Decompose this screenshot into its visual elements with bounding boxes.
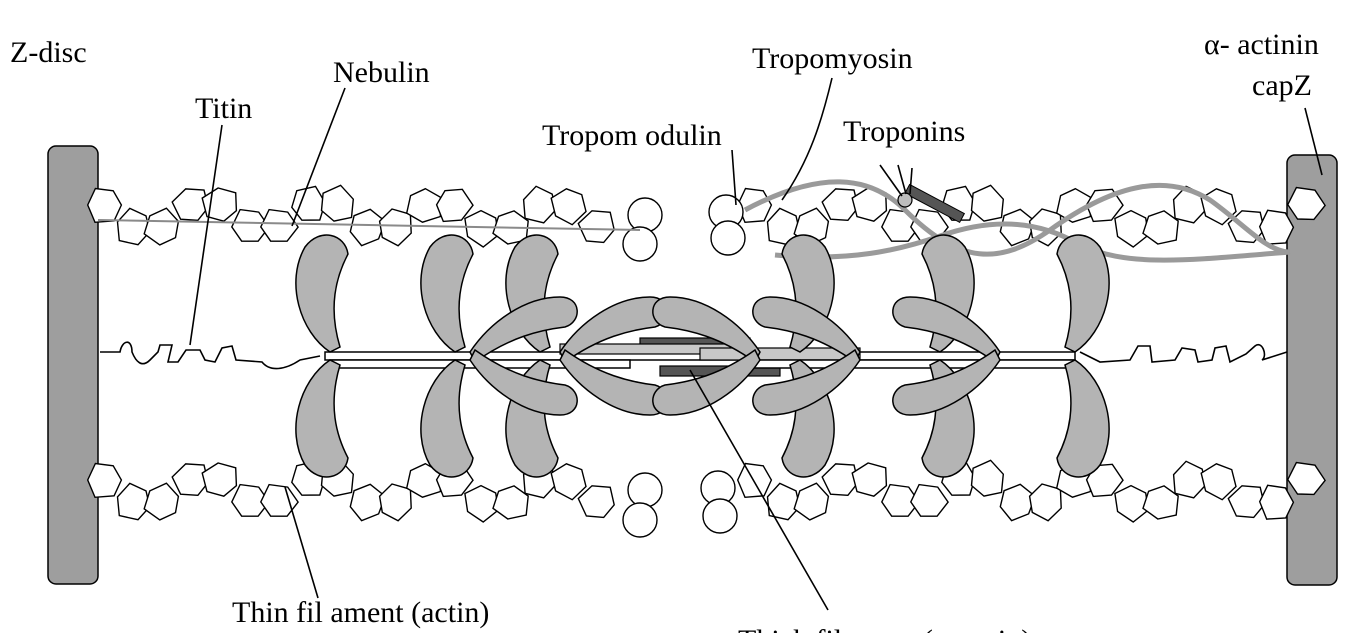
actin-monomer [1201,464,1236,500]
actin-monomer [465,211,498,247]
actin-monomer [551,464,586,500]
capping-protein [703,499,737,533]
actin-monomer [1030,484,1062,521]
leader-lines [190,78,1322,610]
actin-monomer [738,464,772,498]
actin-monomer [1115,211,1148,247]
actin-monomer [551,189,586,225]
actin-monomer [1228,486,1264,518]
actin-monomer [578,211,614,243]
actin-monomer [822,189,858,220]
actin-monomer [578,486,614,518]
actin-monomer [380,209,412,246]
actin-monomer [172,464,208,495]
actin-monomer [144,483,178,520]
actin-monomer [1143,486,1178,519]
actin-monomer [465,486,498,522]
titin-right [1080,345,1287,362]
actin-monomer [493,486,528,519]
actin-monomer [794,483,828,520]
capping-protein [628,473,662,507]
actin-monomer [1174,461,1206,498]
capping-protein [623,227,657,261]
label-capz: capZ [1252,69,1312,102]
label-troponins: Troponins [843,115,965,148]
actin-monomer [202,188,236,221]
actin-monomer [822,464,858,495]
label-z-disc: Z-disc [10,36,87,69]
actin-monomer [1143,211,1178,244]
actin-monomer [380,484,412,521]
actin-monomer [524,186,556,223]
capping-protein [711,221,745,255]
capping-protein [623,503,657,537]
actin-monomer [144,208,178,245]
actin-monomer [852,463,886,496]
actin-monomer [88,189,122,223]
actin-monomer [118,208,150,244]
label-tropomyosin: Tropomyosin [752,42,913,75]
actin-monomer [172,189,208,220]
thin-filaments [88,185,1325,537]
label-titin: Titin [195,92,252,125]
actin-monomer [972,460,1004,496]
actin-monomer [88,464,122,498]
label-tropomodulin: Tropom odulin [542,119,722,152]
actin-monomer [322,185,354,221]
actin-monomer [1115,486,1148,522]
titin-left [100,342,320,368]
actin-monomer [911,485,948,517]
actin-monomer [407,189,441,223]
label-thin-filament: Thin fil ament (actin) [232,596,489,629]
actin-monomer [202,463,236,496]
label-nebulin: Nebulin [333,56,430,89]
label-alpha-actinin: α- actinin [1204,28,1319,61]
actin-monomer [118,483,150,519]
capping-protein [628,198,662,232]
actin-monomer [972,185,1004,221]
